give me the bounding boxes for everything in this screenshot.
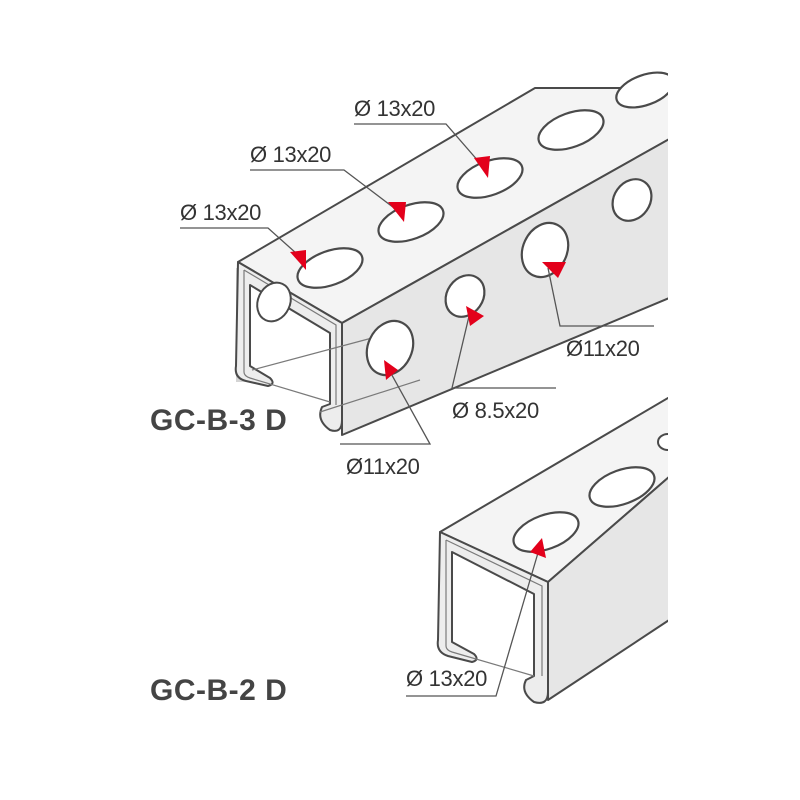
leader-top-left (180, 227, 307, 263)
model-label-gc-b-2-d: GC-B-2 D (150, 674, 287, 707)
leader-side-upper-right (547, 267, 654, 327)
arrow-top-right (474, 156, 490, 178)
arrow-bottom (530, 538, 546, 558)
bottom-slot-3 (657, 433, 668, 451)
back-slot (256, 281, 292, 323)
top-slot-5 (615, 71, 668, 109)
channel-gc-b-3-d (234, 71, 668, 436)
bottom-slot-2 (588, 466, 656, 508)
arrow-side-upper-right (542, 262, 566, 278)
top-slot-4 (537, 109, 605, 151)
side-slot-4 (611, 178, 653, 222)
model-label-gc-b-3-d: GC-B-3 D (150, 404, 287, 437)
label-top-slot-middle: Ø 13x20 (250, 142, 331, 167)
arrow-side-middle (466, 306, 484, 326)
arrowheads (290, 156, 566, 558)
arrow-top-left (290, 250, 306, 270)
label-bottom-slot: Ø 13x20 (406, 666, 487, 691)
leader-lines (180, 123, 654, 697)
top-slot-1 (296, 247, 364, 289)
label-side-slot-middle: Ø 8.5x20 (452, 398, 539, 423)
bottom-slot-1 (512, 511, 580, 553)
leader-side-lower (340, 367, 432, 445)
side-slot-2 (444, 274, 486, 318)
arrow-side-lower (384, 360, 398, 380)
top-channel-lip (251, 337, 421, 413)
bottom-channel-end-profile (436, 531, 549, 704)
leader-side-middle (451, 311, 556, 389)
channel-gc-b-2-d (436, 397, 668, 704)
label-side-slot-upper-right: Ø11x20 (566, 336, 640, 361)
leader-top-middle (250, 169, 403, 215)
side-slot-1 (365, 319, 415, 377)
leader-bottom (406, 545, 541, 697)
label-side-slot-lower: Ø11x20 (346, 454, 420, 479)
label-top-slot-left: Ø 13x20 (180, 200, 261, 225)
arrow-top-middle (388, 202, 406, 222)
leader-top-right (354, 123, 487, 171)
bottom-channel-inner-edge (445, 539, 543, 677)
label-top-slot-right: Ø 13x20 (354, 96, 435, 121)
